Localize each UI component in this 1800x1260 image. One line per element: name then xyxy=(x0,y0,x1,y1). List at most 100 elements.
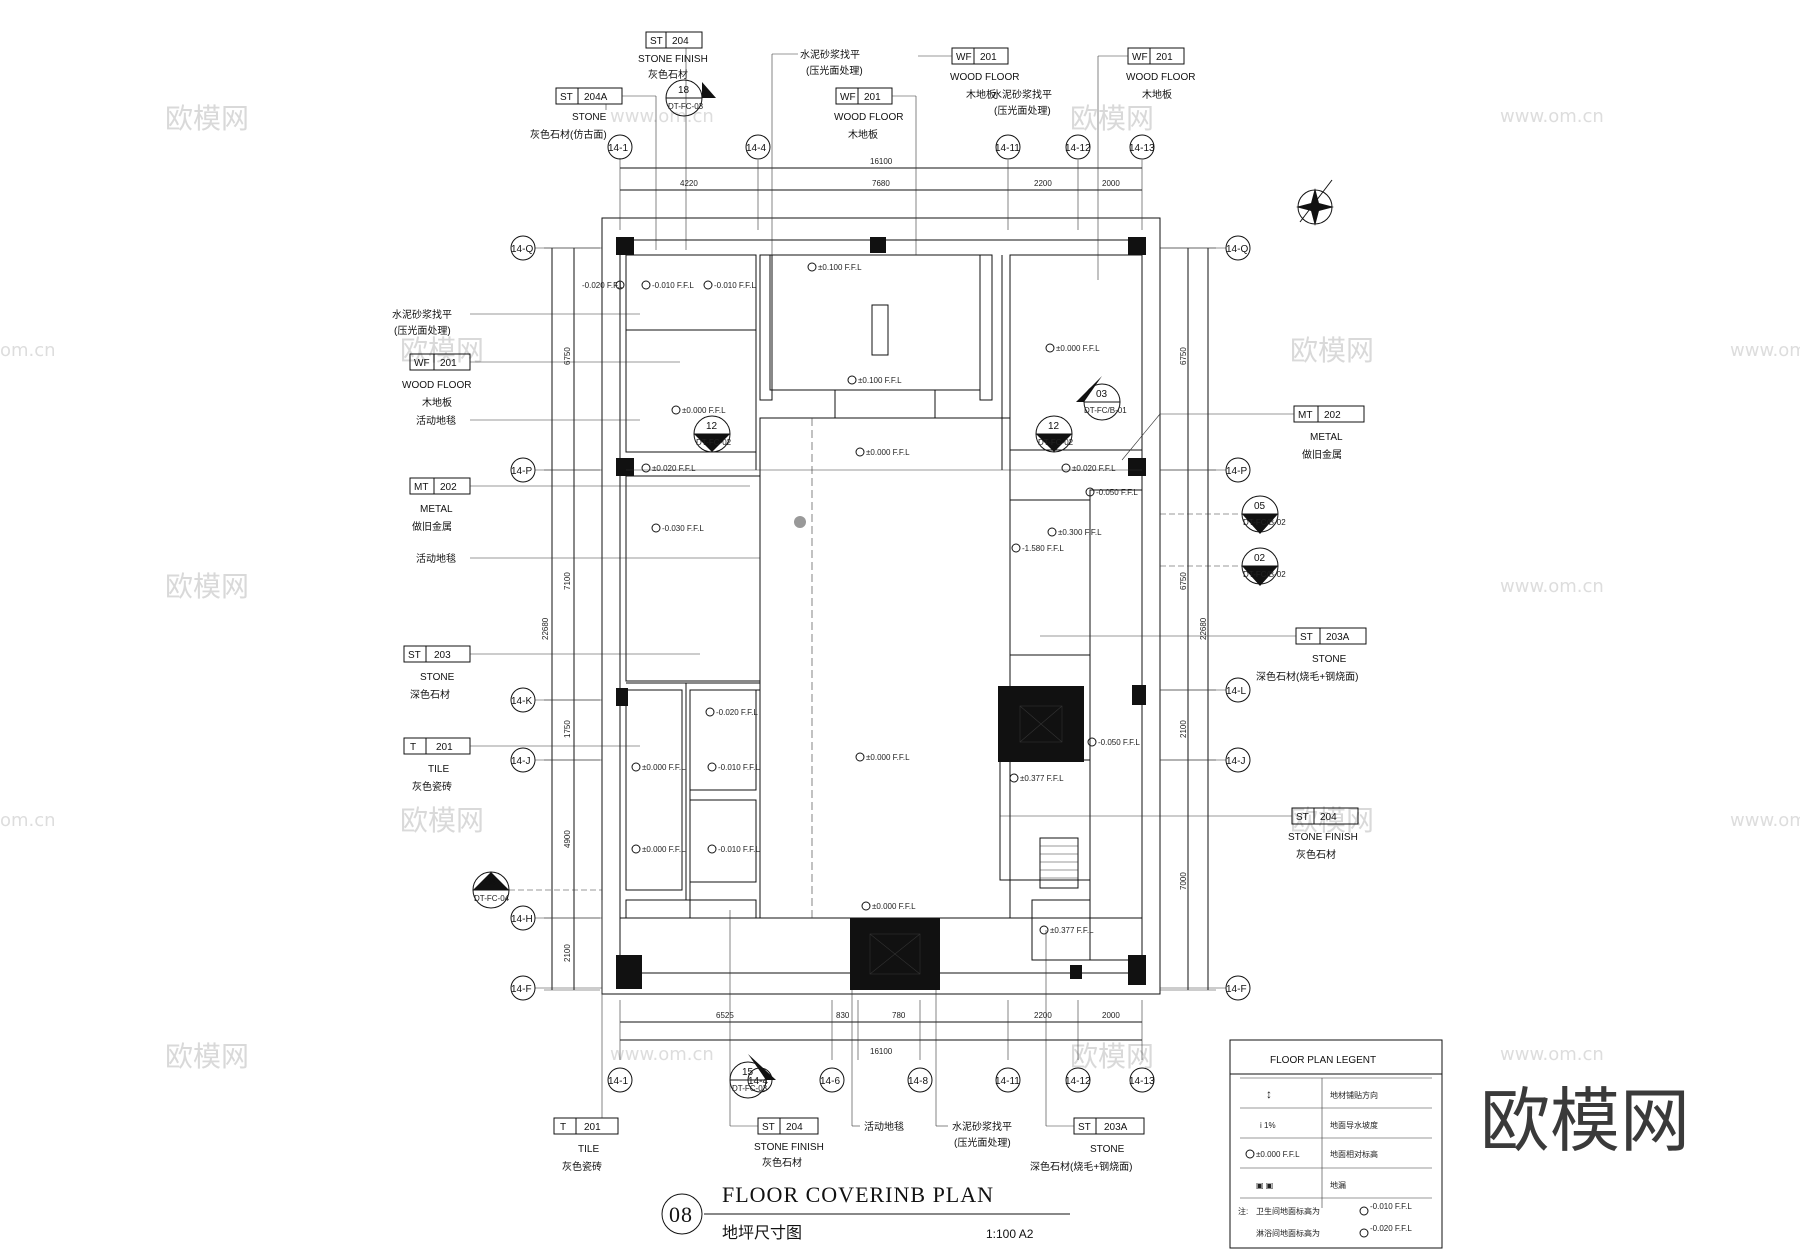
svg-text:201: 201 xyxy=(980,52,997,63)
svg-text:14-P: 14-P xyxy=(1226,466,1247,477)
svg-text:DT-FC-02: DT-FC-02 xyxy=(1038,438,1074,447)
grid-bubbles-top: 14-1 14-4 14-11 14-12 14-13 xyxy=(607,134,1155,160)
svg-text:STONE: STONE xyxy=(1312,654,1347,665)
legend-level-icon: ±0.000 F.F.L xyxy=(1256,1150,1300,1159)
level-marker: -0.050 F.F.L xyxy=(1085,487,1138,497)
svg-text:木地板: 木地板 xyxy=(966,88,996,101)
svg-text:±0.100 F.F.L: ±0.100 F.F.L xyxy=(818,263,862,272)
svg-text:14-F: 14-F xyxy=(511,984,532,995)
svg-text:15: 15 xyxy=(742,1067,754,1078)
watermark: www.om.cn xyxy=(1500,576,1604,597)
dimensions-right: 6750 6750 2100 7000 22680 xyxy=(1160,247,1216,991)
svg-text:-0.020 F.F.L: -0.020 F.F.L xyxy=(716,708,758,717)
svg-text:204: 204 xyxy=(1320,812,1337,823)
legend-desc: 地面相对标高 xyxy=(1330,1149,1378,1159)
svg-text:WF: WF xyxy=(414,358,430,369)
level-marker: ±0.100 F.F.L xyxy=(807,262,862,272)
svg-text:DT-FC/B-02: DT-FC/B-02 xyxy=(1243,518,1286,527)
dim-part: 2000 xyxy=(1102,179,1120,188)
svg-text:14-1: 14-1 xyxy=(608,1076,628,1087)
level-marker: -0.030 F.F.L xyxy=(651,523,704,533)
grid-bubble: 14-F xyxy=(1160,975,1251,1001)
material-tag: 水泥砂浆找平(压光面处理) xyxy=(771,48,863,255)
svg-text:WOOD FLOOR: WOOD FLOOR xyxy=(950,72,1019,83)
svg-text:14-11: 14-11 xyxy=(995,143,1020,154)
svg-text:ST: ST xyxy=(1300,632,1313,643)
svg-text:14-H: 14-H xyxy=(511,914,533,925)
svg-text:±0.000 F.F.L: ±0.000 F.F.L xyxy=(642,763,686,772)
svg-text:14-P: 14-P xyxy=(511,466,532,477)
dim-part: 7000 xyxy=(1179,872,1188,890)
svg-text:DT-FC-03: DT-FC-03 xyxy=(732,1084,768,1093)
watermark: 欧模网 xyxy=(1070,1040,1154,1073)
grid-bubble: 14-J xyxy=(510,747,602,773)
svg-text:T: T xyxy=(410,742,416,753)
svg-text:ST: ST xyxy=(1078,1122,1091,1133)
svg-text:-0.010 F.F.L: -0.010 F.F.L xyxy=(652,281,694,290)
svg-text:203A: 203A xyxy=(1104,1122,1128,1133)
grid-bubble: 14-H xyxy=(510,905,602,931)
svg-text:(压光面处理): (压光面处理) xyxy=(394,324,451,337)
grid-bubble: 14-P xyxy=(1160,457,1251,483)
dim-part: 6750 xyxy=(1179,572,1188,590)
watermark: 欧模网 xyxy=(165,570,249,603)
svg-text:WF: WF xyxy=(840,92,856,103)
grid-bubble: 14-11 xyxy=(995,134,1021,160)
svg-text:灰色石材(仿古面): 灰色石材(仿古面) xyxy=(530,128,607,141)
dimensions-bottom: 6525 830 780 2200 2000 16100 xyxy=(619,1000,1143,1060)
svg-text:±0.020 F.F.L: ±0.020 F.F.L xyxy=(1072,464,1116,473)
svg-text:(压光面处理): (压光面处理) xyxy=(806,64,863,77)
svg-text:202: 202 xyxy=(440,482,457,493)
svg-text:02: 02 xyxy=(1254,553,1266,564)
dim-part: 4220 xyxy=(680,179,698,188)
svg-text:14-K: 14-K xyxy=(511,696,532,707)
watermark: 欧模网 xyxy=(165,1040,249,1073)
drawing-title: 08 FLOOR COVERINB PLAN 地坪尺寸图 1:100 A2 xyxy=(661,1182,1070,1242)
legend-note: 卫生间地面标高为 xyxy=(1256,1206,1320,1216)
level-marker: -0.010 F.F.L xyxy=(641,280,694,290)
svg-text:灰色瓷砖: 灰色瓷砖 xyxy=(412,780,452,793)
svg-text:DT-FC/B-01: DT-FC/B-01 xyxy=(1084,406,1127,415)
legend-title: FLOOR PLAN LEGENT xyxy=(1270,1055,1376,1066)
svg-text:WF: WF xyxy=(956,52,972,63)
level-marker: ±0.020 F.F.L xyxy=(1061,463,1116,473)
svg-text:MT: MT xyxy=(1298,410,1312,421)
dim-total: 16100 xyxy=(870,1047,893,1056)
legend-direction-icon: ↕ xyxy=(1266,1087,1272,1101)
legend-drain-icon: ▣ ▣ xyxy=(1256,1181,1273,1190)
svg-text:DT-FC-03: DT-FC-03 xyxy=(668,102,704,111)
svg-text:STONE: STONE xyxy=(572,112,607,123)
svg-text:18: 18 xyxy=(678,85,690,96)
grid-bubble: 14-13 xyxy=(1129,1067,1155,1093)
svg-text:-0.020 F.F.L: -0.020 F.F.L xyxy=(582,281,624,290)
grid-bubbles-bottom: 14-1 14-4 14-6 14-8 14-11 14-12 14-13 xyxy=(607,1067,1155,1093)
dim-part: 2100 xyxy=(563,944,572,962)
svg-text:±0.300 F.F.L: ±0.300 F.F.L xyxy=(1058,528,1102,537)
dim-part: 2200 xyxy=(1034,179,1052,188)
svg-text:ST: ST xyxy=(408,650,421,661)
grid-bubble: 14-J xyxy=(1160,747,1251,773)
level-marker: -1.580 F.F.L xyxy=(1011,543,1064,553)
svg-text:深色石材(烧毛+钢烧面): 深色石材(烧毛+钢烧面) xyxy=(1256,670,1359,683)
grid-bubbles-right: 14-Q 14-P 14-L 14-J 14-F xyxy=(1160,235,1251,1001)
svg-text:202: 202 xyxy=(1324,410,1341,421)
svg-text:(压光面处理): (压光面处理) xyxy=(994,104,1051,117)
dimensions-left: 6750 7100 1750 4900 2100 22680 xyxy=(541,247,600,991)
svg-text:灰色石材: 灰色石材 xyxy=(648,68,688,81)
svg-text:灰色瓷砖: 灰色瓷砖 xyxy=(562,1160,602,1173)
svg-text:±0.000 F.F.L: ±0.000 F.F.L xyxy=(866,753,910,762)
grid-bubble: 14-F xyxy=(510,975,602,1001)
dim-part: 2200 xyxy=(1034,1011,1052,1020)
svg-text:木地板: 木地板 xyxy=(1142,88,1172,101)
